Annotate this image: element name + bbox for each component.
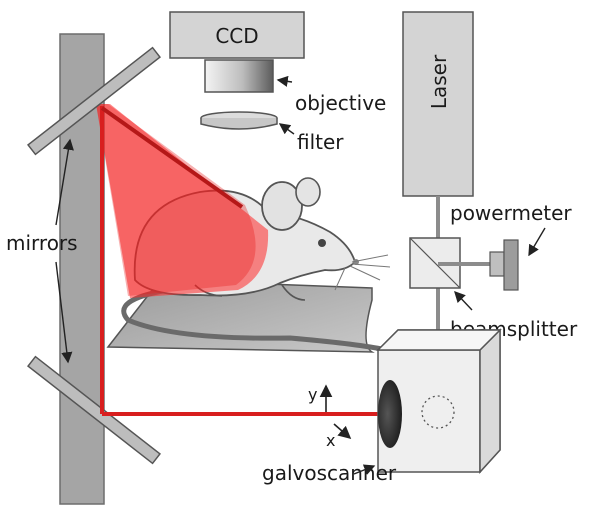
powermeter-device bbox=[489, 239, 519, 291]
illumination-cone bbox=[96, 104, 269, 298]
mirrors-pointer-lower bbox=[55, 261, 73, 364]
filter-pointer bbox=[278, 123, 295, 135]
galvoscanner-label: galvoscanner bbox=[262, 461, 397, 485]
powermeter-pointer bbox=[528, 227, 546, 257]
filter-label: filter bbox=[297, 130, 344, 154]
objective-pointer bbox=[276, 75, 293, 87]
upper-mirror bbox=[27, 46, 161, 156]
ccd-label: CCD bbox=[215, 24, 258, 48]
axis-x-label: x bbox=[326, 431, 335, 450]
mirrors-label: mirrors bbox=[6, 231, 78, 255]
illumination-cone-core bbox=[96, 104, 256, 296]
beam-to-sample bbox=[100, 106, 244, 209]
beamsplitter-pointer bbox=[454, 290, 473, 311]
lower-mirror bbox=[27, 355, 161, 465]
mouse-tail bbox=[121, 287, 398, 355]
galvoscanner-device bbox=[376, 328, 502, 474]
axis-y-label: y bbox=[308, 385, 317, 404]
powermeter-label: powermeter bbox=[450, 201, 572, 225]
laser-label: Laser bbox=[427, 54, 451, 109]
objective-lens bbox=[204, 59, 274, 93]
x-axis-arrow bbox=[333, 423, 352, 440]
objective-label: objective bbox=[295, 91, 386, 115]
ccd-camera bbox=[169, 11, 305, 59]
galvoscanner-pointer bbox=[353, 464, 376, 475]
mirrors-pointer-upper bbox=[55, 138, 74, 226]
